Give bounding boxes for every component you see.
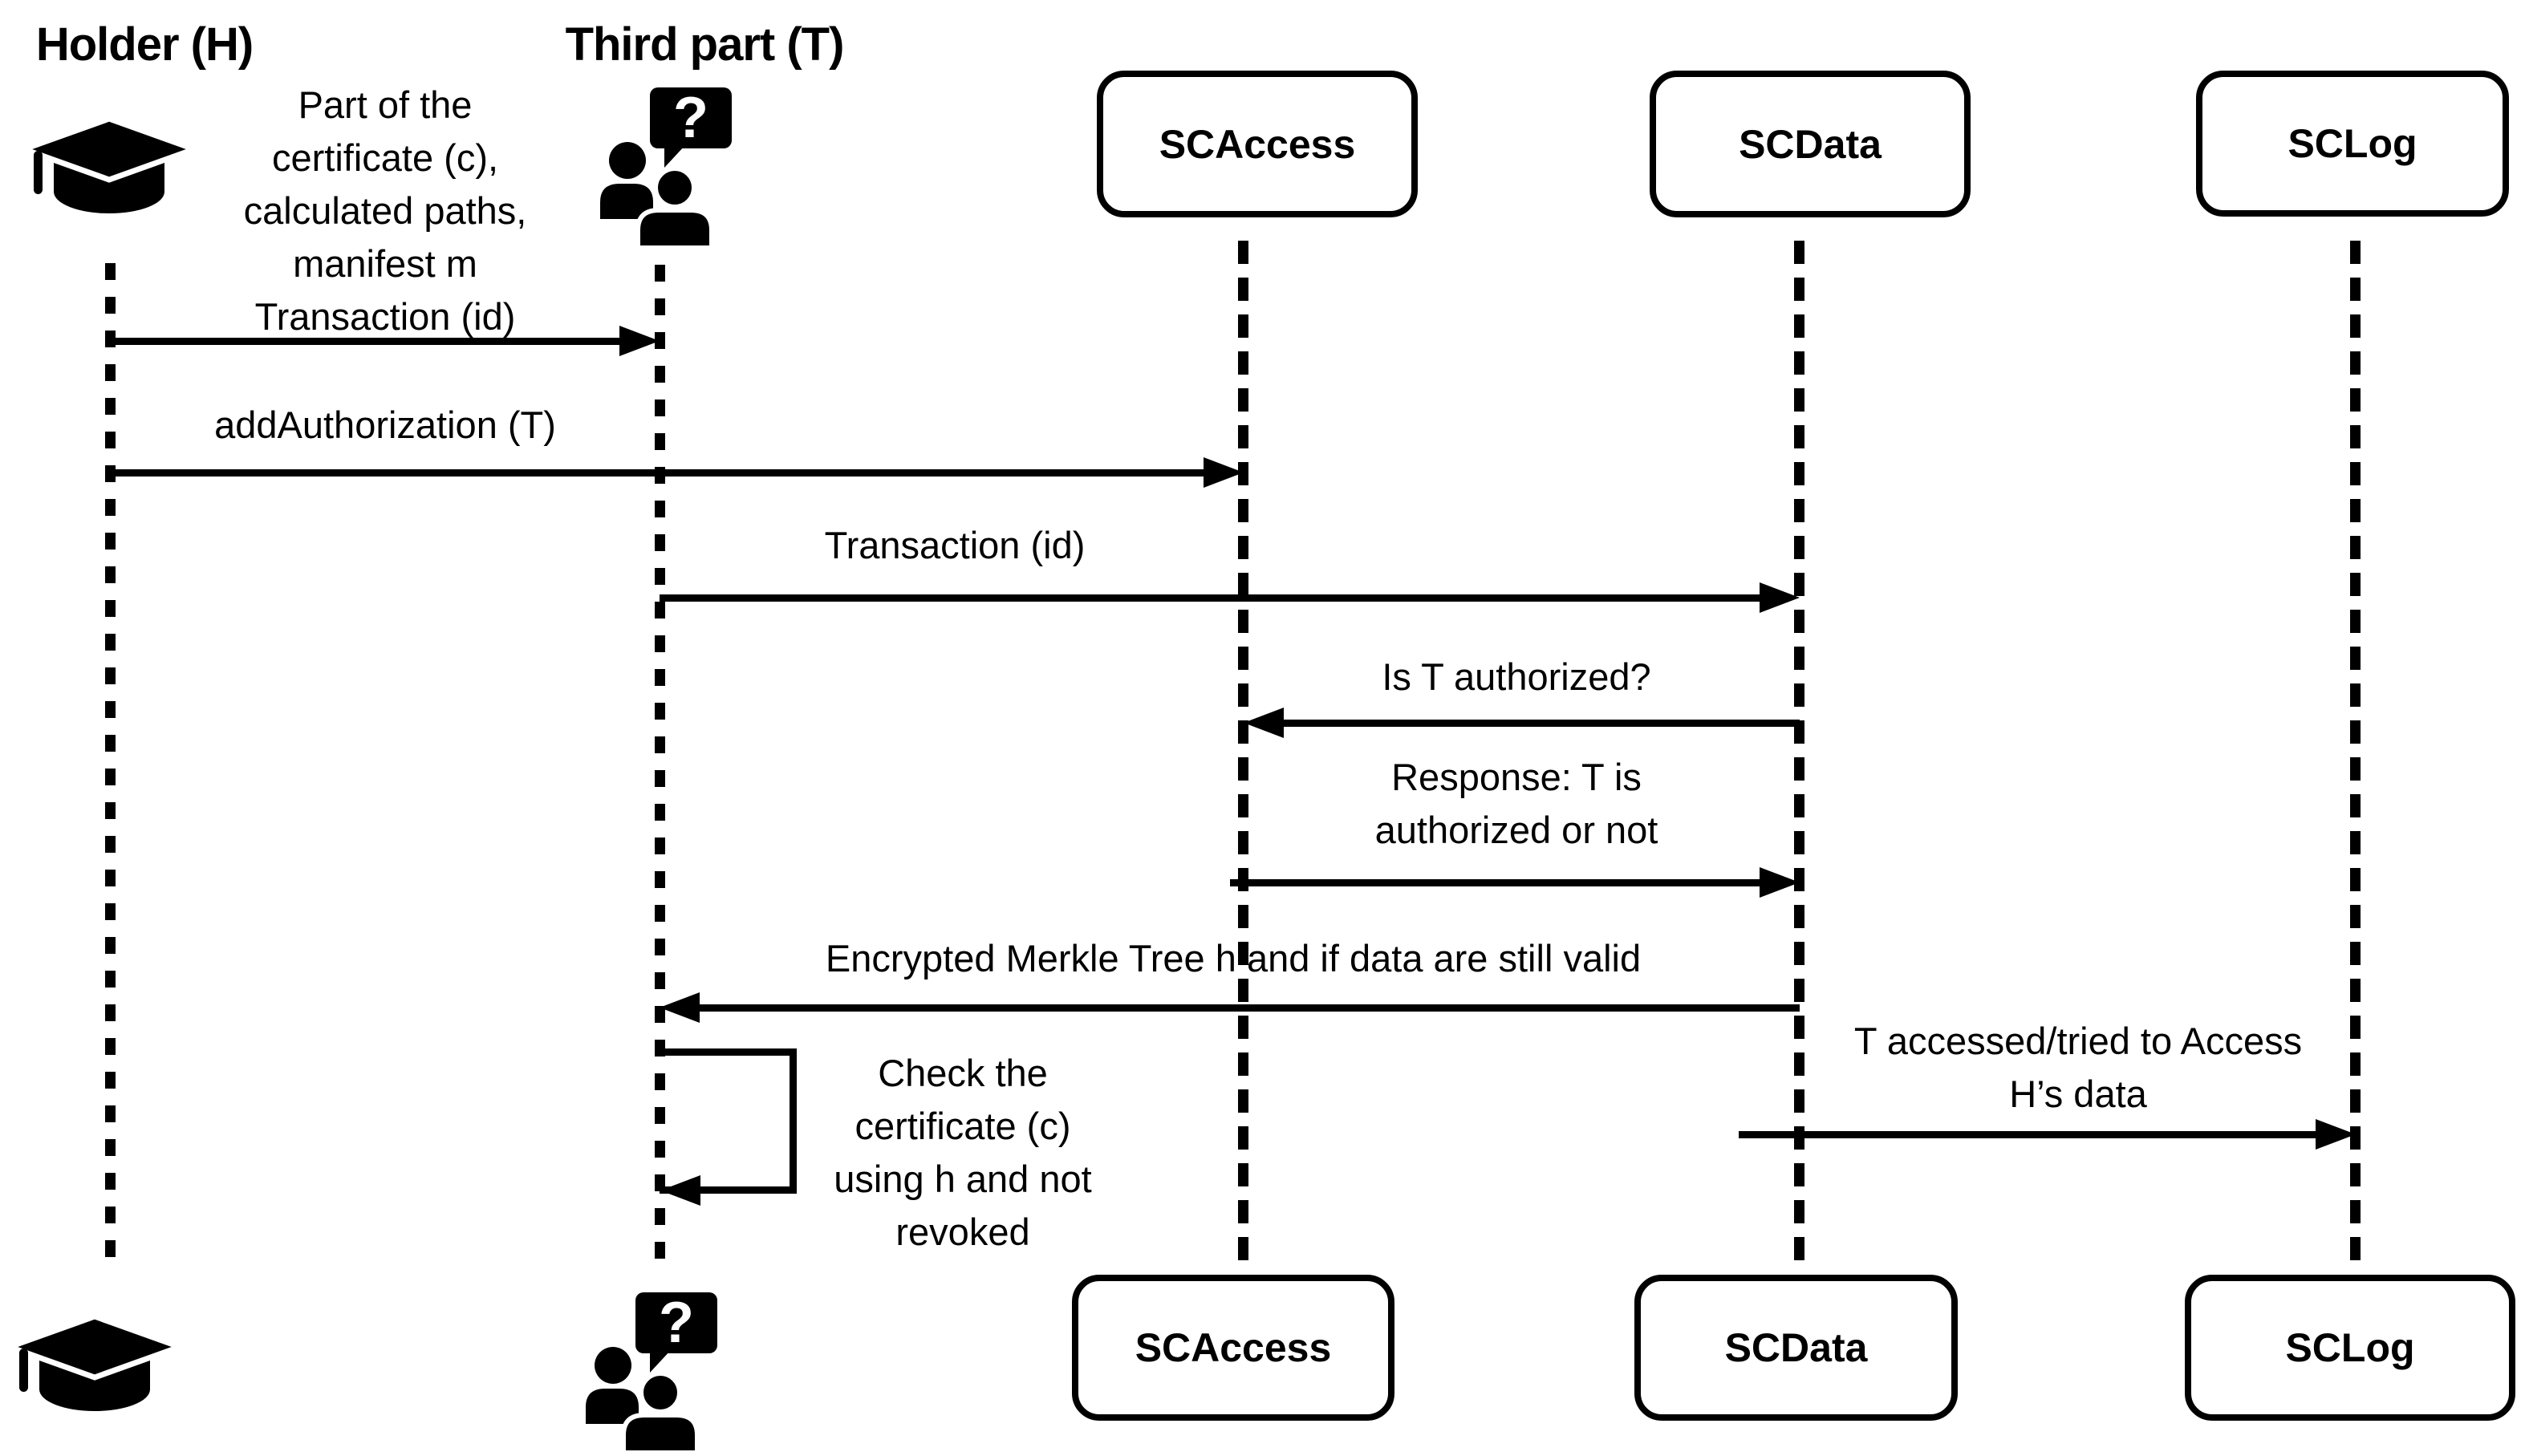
lifeline-holder (105, 263, 116, 1266)
message-arrow-1 (110, 338, 627, 345)
message-label-3: Transaction (id) (824, 524, 1086, 566)
message-label-1: Part of the certificate (c), calculated … (243, 83, 527, 338)
message-label-4: Is T authorized? (1382, 655, 1651, 698)
lifeline-scdata (1794, 241, 1804, 1271)
participant-box-label: SCAccess (1159, 121, 1356, 167)
message-arrow-6 (697, 1004, 1800, 1012)
people-question-icon: ? (600, 86, 732, 248)
participant-box-label: SCData (1724, 1325, 1868, 1370)
message-arrow-2 (110, 469, 1208, 477)
message-label-5: Response: T is authorized or not (1374, 756, 1658, 851)
participant-box-scaccess-bottom: SCAccess (1072, 1275, 1394, 1421)
arrowhead-right-icon (2316, 1119, 2356, 1150)
participant-box-scdata-top: SCData (1650, 71, 1971, 217)
message-label-2: addAuthorization (T) (214, 404, 556, 446)
self-loop-arrow (660, 1048, 797, 1194)
message-label-7: Check the certificate (c) using h and no… (834, 1052, 1092, 1253)
participant-box-sclog-top: SCLog (2196, 71, 2509, 217)
message-label-8: T accessed/tried to Access H’s data (1853, 1020, 2303, 1115)
participant-box-scaccess-top: SCAccess (1097, 71, 1418, 217)
message-arrow-3 (660, 594, 1763, 602)
arrowhead-left-icon (1244, 708, 1284, 738)
people-question-icon: ? (586, 1291, 717, 1453)
participant-box-label: SCLog (2288, 121, 2417, 166)
actor-label-third-part: Third part (T) (565, 18, 845, 71)
arrowhead-left-icon (660, 1175, 700, 1206)
actor-label-holder: Holder (H) (35, 18, 254, 71)
lifeline-scaccess (1238, 241, 1248, 1271)
svg-text:?: ? (659, 1291, 694, 1355)
participant-box-label: SCData (1739, 121, 1882, 167)
lifeline-sclog (2350, 241, 2361, 1271)
graduation-cap-icon (8, 1315, 181, 1411)
message-arrow-4 (1280, 720, 1800, 727)
message-label-6: Encrypted Merkle Tree h and if data are … (825, 937, 1642, 979)
arrowhead-right-icon (1760, 582, 1800, 613)
svg-text:?: ? (673, 86, 708, 150)
participant-box-sclog-bottom: SCLog (2185, 1275, 2515, 1421)
arrowhead-right-icon (1760, 867, 1800, 898)
arrowhead-left-icon (660, 992, 700, 1023)
participant-box-label: SCLog (2285, 1325, 2415, 1370)
participant-box-scdata-bottom: SCData (1634, 1275, 1958, 1421)
arrowhead-right-icon (1204, 457, 1244, 488)
graduation-cap-icon (22, 117, 196, 213)
arrowhead-right-icon (619, 326, 660, 356)
participant-box-label: SCAccess (1135, 1325, 1332, 1370)
message-arrow-8 (1739, 1131, 2319, 1138)
message-arrow-5 (1230, 879, 1763, 886)
